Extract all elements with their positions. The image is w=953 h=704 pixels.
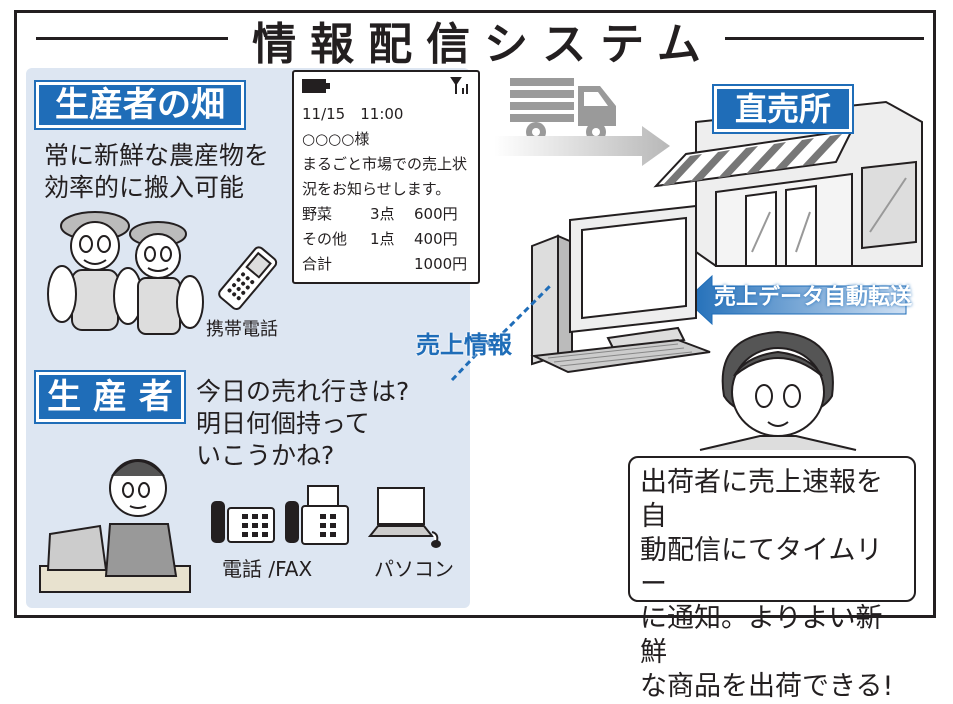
sales-info-label: 売上情報 [416, 331, 512, 359]
title-row: 情報配信システム [0, 6, 953, 70]
desktop-computer-illustration [530, 204, 711, 374]
sms-recipient: ○○○○様 [302, 130, 370, 148]
mobile-phone-icon [218, 246, 278, 311]
pc-label: パソコン [374, 557, 454, 581]
sms-item-qty: 1点 [370, 230, 395, 248]
sms-item-row: 野菜 3点 600円 [302, 202, 478, 227]
sms-total-row: 合計 1000円 [302, 252, 478, 277]
sms-message-screen: 11/15 11:00 ○○○○様 まるごと市場での売上状 況をお知らせします。… [292, 70, 480, 284]
bubble-line-3: に通知。よりよい新鮮 [640, 603, 883, 668]
farm-description-line-2: 効率的に搬入可能 [44, 173, 245, 202]
bubble-line-2: 動配信にてタイムリー [640, 535, 883, 600]
mobile-phone-label: 携帯電話 [206, 319, 278, 340]
delivery-truck-icon [510, 78, 616, 142]
farm-description-line-1: 常に新鮮な農産物を [44, 141, 270, 170]
sms-datetime: 11/15 11:00 [302, 105, 404, 123]
sms-total-label: 合計 [302, 255, 333, 273]
direct-store-label: 直売所 [714, 86, 852, 132]
delivery-arrow [494, 126, 670, 166]
page-title: 情報配信システム [0, 8, 953, 72]
farm-field-label: 生産者の畑 [36, 82, 244, 128]
sms-item-amount: 600円 [414, 205, 458, 223]
sms-item-amount: 400円 [414, 230, 458, 248]
sms-item-name: その他 [302, 230, 348, 248]
title-rule-right [668, 37, 924, 40]
farmers-illustration [47, 211, 204, 335]
sms-body-line-2: 況をお知らせします。 [302, 180, 451, 198]
sms-item-row: その他 1点 400円 [302, 227, 478, 252]
signal-icon [450, 77, 468, 94]
transfer-label: 売上データ自動転送 [714, 285, 913, 310]
fax-icon [285, 485, 349, 545]
producer-label: 生 産 者 [36, 372, 184, 422]
producer-speech-line-3: いこうかね? [196, 441, 335, 470]
store-staff-illustration [699, 330, 857, 451]
bubble-line-4: な商品を出荷できる! [640, 671, 894, 702]
bubble-line-1: 出荷者に売上速報を自 [640, 467, 883, 532]
data-transfer-arrow [685, 274, 907, 326]
phone-fax-label: 電話 /FAX [222, 557, 313, 581]
store-message-bubble: 出荷者に売上速報を自 動配信にてタイムリー に通知。よりよい新鮮 な商品を出荷で… [628, 456, 916, 702]
sms-total-amount: 1000円 [414, 255, 468, 273]
battery-icon [302, 79, 330, 93]
signal-lightning-icon [450, 284, 552, 382]
laptop-icon [367, 487, 441, 548]
producer-speech-line-2: 明日何個持って [196, 409, 370, 438]
title-rule-left [36, 37, 276, 40]
sms-body-line-1: まるごと市場での売上状 [302, 155, 468, 173]
sms-item-name: 野菜 [302, 205, 333, 223]
producer-at-laptop-illustration [39, 459, 191, 593]
sms-item-qty: 3点 [370, 205, 395, 223]
producer-speech-line-1: 今日の売れ行きは? [196, 377, 410, 406]
telephone-icon [211, 501, 275, 543]
